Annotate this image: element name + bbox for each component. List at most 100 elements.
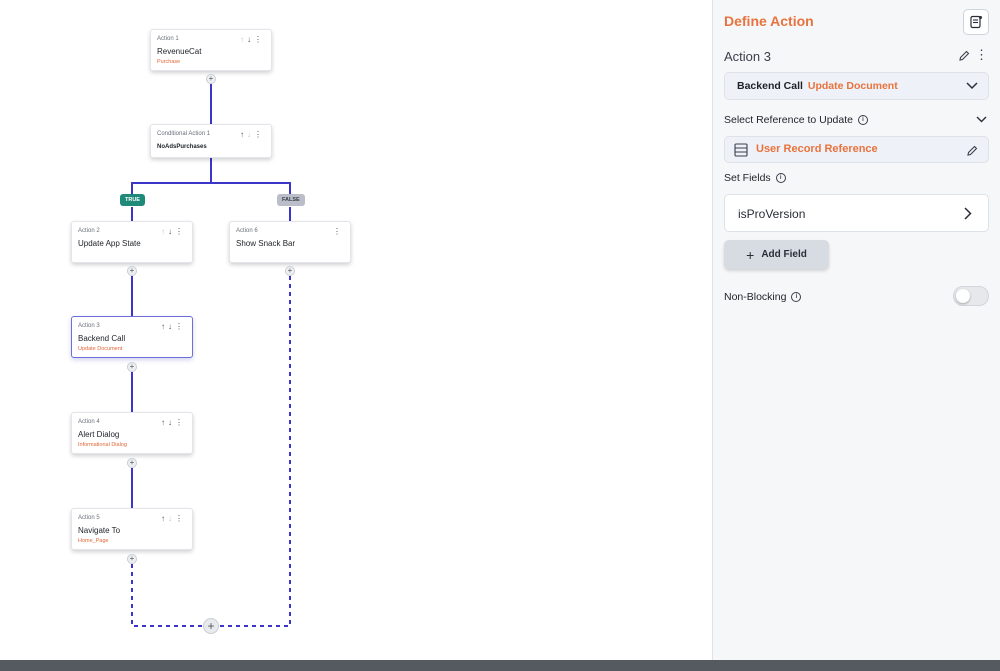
wire-cond-false — [211, 182, 291, 197]
arrow-down-icon[interactable]: ↓ — [168, 514, 175, 523]
arrow-up-icon[interactable]: ↑ — [161, 514, 168, 523]
node-title: Alert Dialog — [78, 430, 120, 439]
arrow-down-icon[interactable]: ↓ — [168, 418, 175, 427]
chevron-down-icon[interactable] — [976, 116, 987, 123]
node-controls[interactable]: ⋮ — [333, 227, 344, 236]
arrow-up-icon[interactable]: ↑ — [161, 418, 168, 427]
pencil-icon[interactable] — [958, 49, 971, 62]
node-subtitle: Informational Dialog — [78, 442, 127, 448]
node-subtitle: Update Document — [78, 346, 123, 352]
node-controls[interactable]: ↑↓⋮ — [240, 130, 265, 139]
non-blocking-label-text: Non-Blocking — [724, 291, 787, 303]
field-name: isProVersion — [738, 207, 806, 221]
set-fields-label-text: Set Fields — [724, 172, 771, 184]
add-action-end-plus-icon[interactable]: + — [203, 618, 219, 634]
bottom-bar — [0, 660, 1000, 671]
add-action-plus-icon[interactable]: + — [206, 74, 216, 84]
flow-node-action6[interactable]: Action 6 ⋮ Show Snack Bar — [229, 221, 351, 263]
field-row-isproversion[interactable]: isProVersion — [724, 194, 989, 232]
node-title: NoAdsPurchases — [157, 144, 207, 150]
reference-label-text: Select Reference to Update — [724, 114, 853, 126]
action-type-select[interactable]: Backend Call Update Document — [724, 72, 989, 100]
pencil-icon[interactable] — [966, 144, 979, 157]
arrow-down-icon[interactable]: ↓ — [247, 130, 254, 139]
set-fields-section-label: Set Fields i — [724, 172, 786, 184]
node-title: RevenueCat — [157, 47, 202, 56]
branch-true-badge: TRUE — [120, 194, 145, 206]
node-controls[interactable]: ↑↓⋮ — [240, 35, 265, 44]
non-blocking-toggle[interactable] — [953, 286, 989, 306]
more-vertical-icon[interactable]: ⋮ — [175, 418, 186, 427]
node-label: Action 1 — [157, 36, 179, 42]
action-type-label: Backend Call — [737, 80, 803, 92]
info-icon[interactable]: i — [791, 292, 802, 302]
more-vertical-icon[interactable]: ⋮ — [175, 322, 186, 331]
flow-node-action2[interactable]: Action 2 ↑↓⋮ Update App State — [71, 221, 193, 263]
more-vertical-icon[interactable]: ⋮ — [254, 130, 265, 139]
more-vertical-icon[interactable]: ⋮ — [254, 35, 265, 44]
document-settings-icon — [970, 15, 982, 29]
node-label: Conditional Action 1 — [157, 131, 211, 137]
branch-false-badge: FALSE — [277, 194, 305, 206]
arrow-up-icon[interactable]: ↑ — [161, 227, 168, 236]
panel-title: Define Action — [724, 13, 814, 29]
node-controls[interactable]: ↑↓⋮ — [161, 227, 186, 236]
flow-node-action1[interactable]: Action 1 ↑↓⋮ RevenueCat Purchase — [150, 29, 272, 71]
add-field-button[interactable]: + Add Field — [724, 240, 829, 269]
more-vertical-icon[interactable]: ⋮ — [175, 227, 186, 236]
wire-cond-true — [131, 158, 212, 197]
define-action-panel: Define Action Action 3 ⋮ Backend Call Up… — [712, 0, 1000, 660]
flow-node-action4[interactable]: Action 4 ↑↓⋮ Alert Dialog Informational … — [71, 412, 193, 454]
reference-field[interactable]: User Record Reference — [724, 136, 989, 163]
node-subtitle: Home_Page — [78, 538, 109, 544]
node-title: Backend Call — [78, 334, 126, 343]
wire-action5-end — [131, 564, 203, 627]
toggle-knob — [956, 289, 970, 303]
node-title: Update App State — [78, 239, 141, 248]
flow-connectors — [131, 84, 291, 627]
non-blocking-section-label: Non-Blocking i — [724, 291, 802, 303]
more-vertical-icon[interactable]: ⋮ — [975, 47, 988, 62]
node-controls[interactable]: ↑↓⋮ — [161, 418, 186, 427]
add-action-plus-icon[interactable]: + — [127, 554, 137, 564]
node-label: Action 5 — [78, 515, 100, 521]
plus-icon: + — [746, 246, 755, 263]
arrow-down-icon[interactable]: ↓ — [168, 322, 175, 331]
reference-section-label: Select Reference to Update i — [724, 114, 868, 126]
reference-value: User Record Reference — [756, 143, 878, 155]
action-flow-canvas[interactable]: Action 1 ↑↓⋮ RevenueCat Purchase + Condi… — [0, 0, 712, 660]
chevron-down-icon — [966, 82, 978, 90]
arrow-up-icon[interactable]: ↑ — [240, 35, 247, 44]
node-controls[interactable]: ↑↓⋮ — [161, 322, 186, 331]
info-icon[interactable]: i — [775, 173, 786, 183]
add-action-plus-icon[interactable]: + — [285, 266, 295, 276]
arrow-up-icon[interactable]: ↑ — [240, 130, 247, 139]
wire-action6-end — [219, 276, 291, 627]
add-action-plus-icon[interactable]: + — [127, 458, 137, 468]
node-title: Navigate To — [78, 526, 121, 535]
node-subtitle: Purchase — [157, 59, 181, 65]
arrow-down-icon[interactable]: ↓ — [168, 227, 175, 236]
flow-node-action5[interactable]: Action 5 ↑↓⋮ Navigate To Home_Page — [71, 508, 193, 550]
more-vertical-icon[interactable]: ⋮ — [175, 514, 186, 523]
action-subtype-label: Update Document — [807, 80, 898, 92]
document-settings-button[interactable] — [963, 9, 989, 35]
node-label: Action 2 — [78, 228, 100, 234]
node-title: Show Snack Bar — [236, 239, 296, 248]
arrow-down-icon[interactable]: ↓ — [247, 35, 254, 44]
arrow-up-icon[interactable]: ↑ — [161, 322, 168, 331]
chevron-right-icon — [964, 207, 972, 220]
node-label: Action 4 — [78, 419, 100, 425]
node-controls[interactable]: ↑↓⋮ — [161, 514, 186, 523]
add-action-plus-icon[interactable]: + — [127, 362, 137, 372]
flow-node-conditional1[interactable]: Conditional Action 1 ↑↓⋮ NoAdsPurchases — [150, 124, 272, 158]
flow-node-action3[interactable]: Action 3 ↑↓⋮ Backend Call Update Documen… — [71, 316, 193, 358]
info-icon[interactable]: i — [858, 115, 868, 125]
add-field-label: Add Field — [761, 249, 807, 260]
table-icon — [734, 143, 748, 157]
node-label: Action 3 — [78, 323, 100, 329]
node-label: Action 6 — [236, 228, 258, 234]
more-vertical-icon[interactable]: ⋮ — [333, 227, 344, 236]
action-name: Action 3 — [724, 49, 771, 64]
add-action-plus-icon[interactable]: + — [127, 266, 137, 276]
